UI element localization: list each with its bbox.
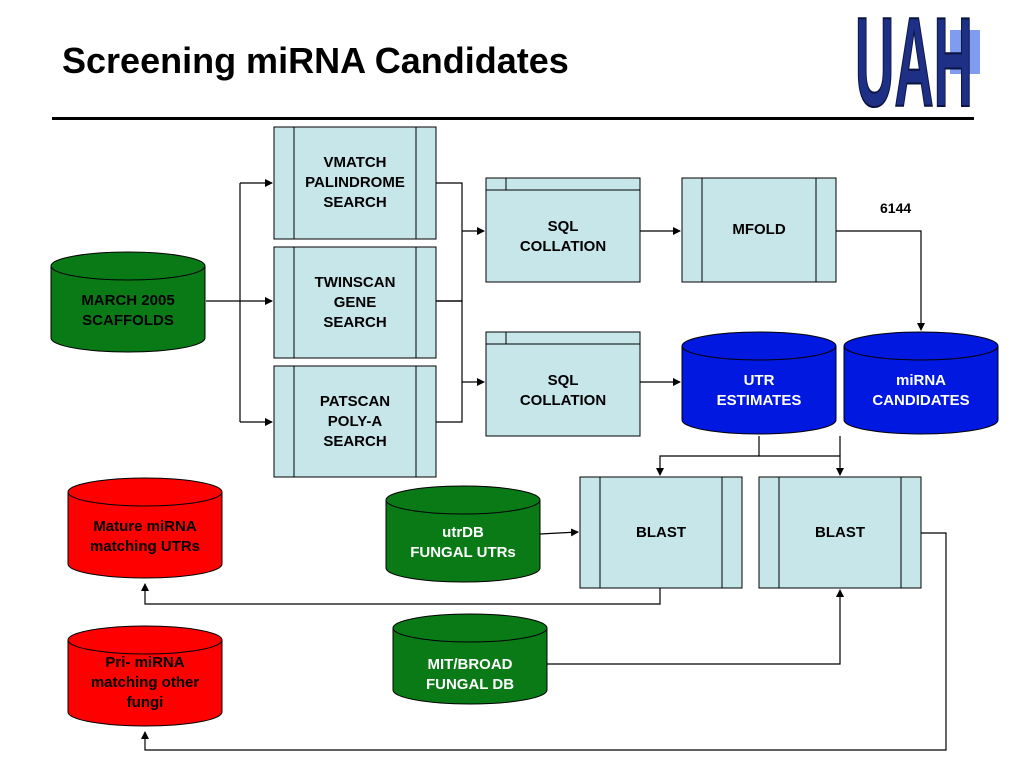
arrow-utrdb-to-blast xyxy=(539,528,579,537)
sql_bottom-label-line: SQL xyxy=(548,372,579,389)
march-label-line: SCAFFOLDS xyxy=(82,312,174,329)
mitbroad-label-line: MIT/BROAD xyxy=(428,656,513,673)
arrow-to-mature xyxy=(141,583,661,605)
utrdb-label-line: FUNGAL UTRs xyxy=(410,544,516,561)
mitbroad-database: MIT/BROAD FUNGAL DB xyxy=(392,613,548,705)
sql_top-label-line: SQL xyxy=(548,218,579,235)
primirna-database: Pri- miRNA matching other fungi xyxy=(67,625,223,727)
mature-label-line: Mature miRNA xyxy=(93,518,197,535)
mfold-process-box: MFOLD xyxy=(681,177,837,283)
utr-database: UTR ESTIMATES xyxy=(681,331,837,435)
sql_top-label-line: COLLATION xyxy=(520,238,606,255)
twinscan-label-line: GENE xyxy=(334,294,377,311)
mature-label-line: matching UTRs xyxy=(90,538,200,555)
mfold-label-line: MFOLD xyxy=(732,221,785,238)
merge-bottom xyxy=(436,300,463,423)
vmatch-label-line: PALINDROME xyxy=(305,174,405,191)
uah-logo: UAH xyxy=(854,6,980,116)
primirna-label-line: Pri- miRNA xyxy=(105,654,184,671)
utrdb-database: utrDB FUNGAL UTRs xyxy=(385,485,541,583)
logo-accent-block xyxy=(950,30,980,74)
patscan-label-line: PATSCAN xyxy=(320,393,390,410)
utrdb-label-line: utrDB xyxy=(442,524,484,541)
mirna-label-line: CANDIDATES xyxy=(872,392,969,409)
arrow-utr-to-blast-left xyxy=(656,436,760,476)
sql_bottom-process-box: SQL COLLATION xyxy=(485,331,641,437)
primirna-label-line: fungi xyxy=(127,694,164,711)
patscan-label-line: SEARCH xyxy=(323,433,386,450)
blast_right-label-line: BLAST xyxy=(815,524,865,541)
primirna-label-line: matching other xyxy=(91,674,200,691)
candidate-count-label: 6144 xyxy=(880,200,911,216)
blast_left-process-box: BLAST xyxy=(579,476,743,589)
sql_top-process-box: SQL COLLATION xyxy=(485,177,641,283)
patscan-process-box: PATSCAN POLY-A SEARCH xyxy=(273,365,437,478)
vmatch-label-line: VMATCH xyxy=(323,154,386,171)
diagram-nodes: VMATCH PALINDROME SEARCH TWINSCAN GENE SEARCH… xyxy=(50,126,999,727)
twinscan-label-line: TWINSCAN xyxy=(315,274,396,291)
mirna-label-line: miRNA xyxy=(896,372,946,389)
connectors xyxy=(141,179,947,751)
logo-text: UAH xyxy=(855,6,973,116)
utr-label-line: ESTIMATES xyxy=(717,392,802,409)
vmatch-process-box: VMATCH PALINDROME SEARCH xyxy=(273,126,437,240)
march-label-line: MARCH 2005 xyxy=(81,292,174,309)
twinscan-process-box: TWINSCAN GENE SEARCH xyxy=(273,246,437,359)
title-divider xyxy=(52,117,974,120)
arrow-mitbroad-to-blast xyxy=(547,589,844,665)
blast_right-process-box: BLAST xyxy=(758,476,922,589)
sql_bottom-label-line: COLLATION xyxy=(520,392,606,409)
vmatch-label-line: SEARCH xyxy=(323,194,386,211)
arrow-to-blast-right xyxy=(759,455,844,476)
mitbroad-label-line: FUNGAL DB xyxy=(426,676,514,693)
utr-label-line: UTR xyxy=(744,372,775,389)
slide-title: Screening miRNA Candidates xyxy=(62,40,569,81)
mirna-database: miRNA CANDIDATES xyxy=(843,331,999,435)
arrow-to-primirna xyxy=(141,532,947,751)
merge-top xyxy=(436,182,463,302)
blast_left-label-line: BLAST xyxy=(636,524,686,541)
patscan-label-line: POLY-A xyxy=(328,413,383,430)
twinscan-label-line: SEARCH xyxy=(323,314,386,331)
arrow-to-mirna xyxy=(836,230,925,331)
mature-database: Mature miRNA matching UTRs xyxy=(67,477,223,579)
